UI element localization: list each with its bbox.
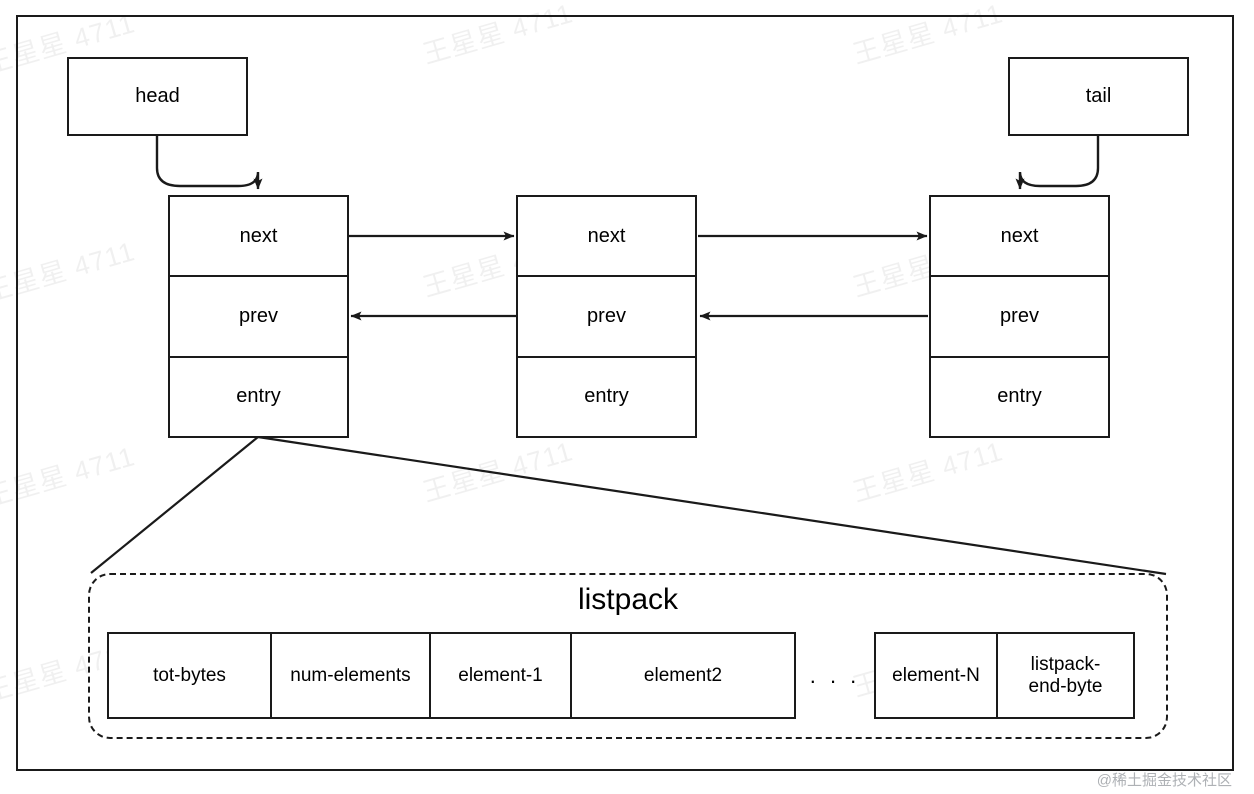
quicklist-node-1: next prev entry xyxy=(168,195,349,438)
pointer-box-head: head xyxy=(67,57,248,136)
node-2-cell-next: next xyxy=(518,197,695,278)
pointer-label-tail: tail xyxy=(1085,85,1112,107)
listpack-title: listpack xyxy=(577,583,679,616)
listpack-cell-element-n: element-N xyxy=(876,634,998,717)
node-2-cell-entry: entry xyxy=(584,385,629,408)
node-3-cell-next: next xyxy=(931,197,1108,278)
quicklist-node-3: next prev entry xyxy=(929,195,1110,438)
credit-watermark: @稀土掘金技术社区 xyxy=(1096,772,1232,789)
node-1-cell-prev: prev xyxy=(170,277,347,358)
pointer-label-head: head xyxy=(135,85,180,107)
quicklist-node-2: next prev entry xyxy=(516,195,697,438)
listpack-container: listpack tot-bytes num-elements element-… xyxy=(88,573,1168,739)
node-3-cell-prev: prev xyxy=(931,277,1108,358)
node-1-cell-entry: entry xyxy=(236,385,281,408)
node-2-cell-prev: prev xyxy=(518,277,695,358)
node-3-cell-entry: entry xyxy=(997,385,1042,408)
listpack-ellipsis: . . . xyxy=(809,662,861,688)
listpack-right-group: element-N listpack-end-byte xyxy=(874,632,1135,719)
node-1-cell-next: next xyxy=(170,197,347,278)
listpack-left-group: tot-bytes num-elements element-1 element… xyxy=(107,632,796,719)
listpack-cell-end-byte: listpack-end-byte xyxy=(1028,653,1103,697)
listpack-cell-num-elements: num-elements xyxy=(272,634,431,717)
listpack-cell-element2: element2 xyxy=(643,664,723,686)
listpack-cells-row: tot-bytes num-elements element-1 element… xyxy=(107,632,1135,719)
listpack-cell-element-1: element-1 xyxy=(431,634,572,717)
diagram-outer-frame xyxy=(16,15,1234,771)
pointer-box-tail: tail xyxy=(1008,57,1189,136)
listpack-cell-tot-bytes: tot-bytes xyxy=(109,634,272,717)
